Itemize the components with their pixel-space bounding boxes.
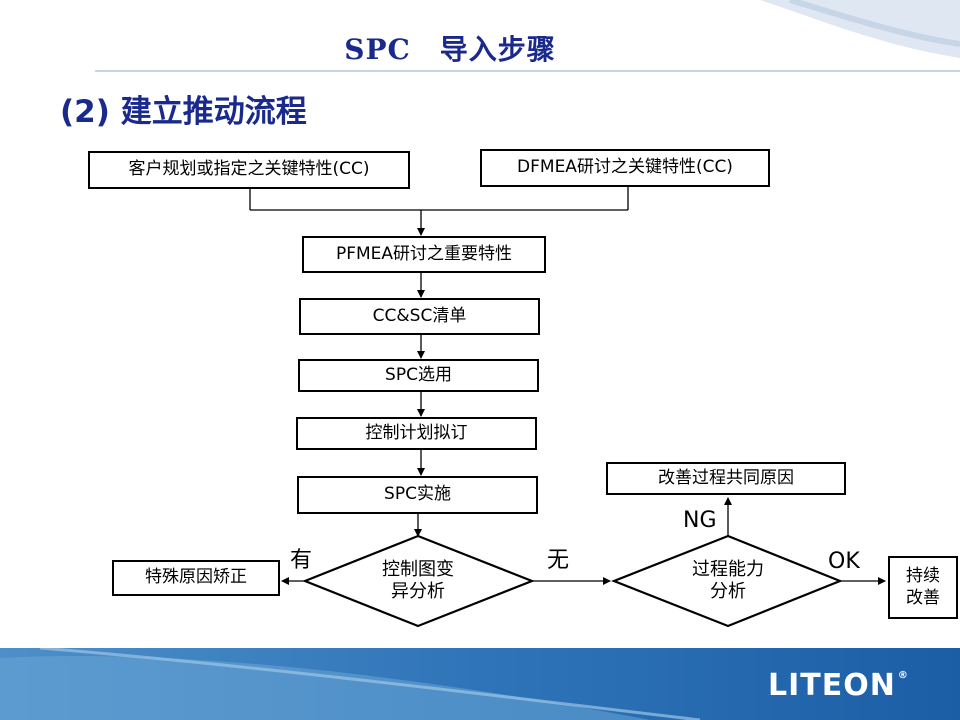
special-cause-box: 特殊原因矫正: [112, 560, 280, 596]
logo-text: LITEON: [768, 667, 896, 703]
spc-impl-label: SPC实施: [384, 484, 451, 505]
pfmea-box: PFMEA研讨之重要特性: [302, 236, 546, 273]
slide-title: SPC 导入步骤: [344, 33, 556, 66]
label-yes: 有: [290, 548, 313, 573]
continuous-label-line-1: 持续: [906, 566, 940, 587]
dfmea-cc-label: DFMEA研讨之关键特性(CC): [517, 157, 733, 178]
continuous-label-line-2: 改善: [906, 587, 940, 608]
chart-decision-label: 控制图变 异分析: [358, 559, 478, 602]
customer-cc-label: 客户规划或指定之关键特性(CC): [128, 159, 370, 180]
registered-mark: ®: [897, 670, 909, 681]
dfmea-cc-box: DFMEA研讨之关键特性(CC): [480, 149, 770, 187]
chart-decision-line-1: 控制图变: [382, 559, 454, 580]
spc-select-label: SPC选用: [385, 364, 452, 385]
label-ok: OK: [828, 549, 860, 574]
control-plan-label: 控制计划拟订: [365, 422, 468, 443]
footer-band: [0, 648, 960, 720]
chart-decision-diamond: [302, 534, 535, 628]
common-cause-label: 改善过程共同原因: [658, 467, 794, 488]
label-ng: NG: [683, 508, 717, 533]
pfmea-label: PFMEA研讨之重要特性: [335, 243, 513, 264]
header-decoration: [95, 0, 960, 72]
ccsc-list-label: CC&SC清单: [372, 305, 467, 326]
chart-decision-line-2: 异分析: [391, 580, 445, 602]
capability-decision-line-1: 过程能力: [692, 559, 764, 580]
control-plan-box: 控制计划拟订: [296, 417, 537, 450]
capability-decision-label: 过程能力 分析: [668, 559, 788, 602]
label-no: 无: [547, 548, 570, 573]
spc-impl-box: SPC实施: [297, 476, 538, 514]
liteon-logo: LITEON ®: [768, 667, 909, 703]
special-cause-label: 特殊原因矫正: [145, 567, 247, 588]
capability-decision-diamond: [611, 534, 843, 628]
slide-subtitle: (2) 建立推动流程: [60, 94, 307, 130]
capability-decision-line-2: 分析: [710, 580, 746, 602]
spc-select-box: SPC选用: [298, 359, 539, 392]
customer-cc-box: 客户规划或指定之关键特性(CC): [88, 151, 410, 189]
common-cause-box: 改善过程共同原因: [606, 462, 846, 495]
ccsc-list-box: CC&SC清单: [299, 298, 540, 335]
continuous-improve-box: 持续 改善: [888, 556, 958, 619]
